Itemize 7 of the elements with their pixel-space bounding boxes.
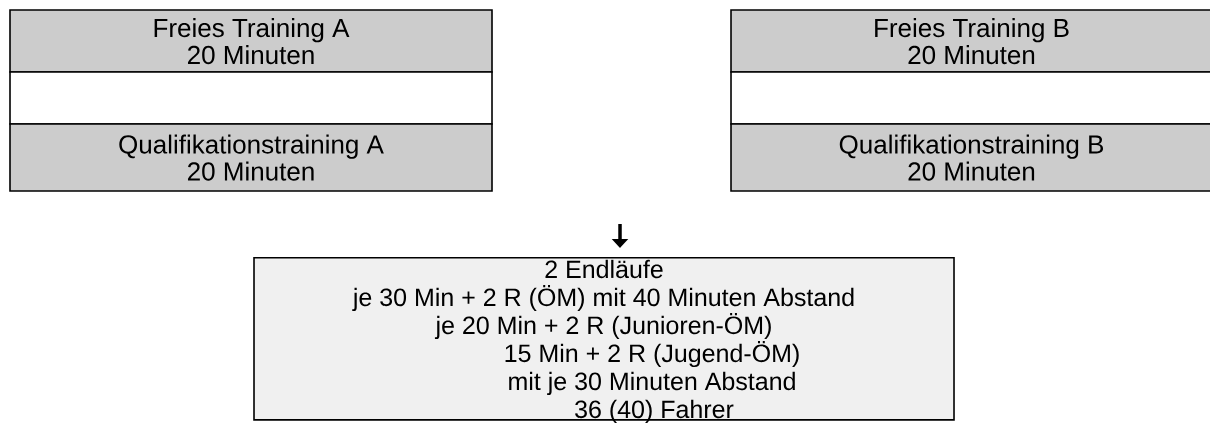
empty-box bbox=[730, 71, 1210, 125]
session-box: Qualifikationstraining B 20 Minuten bbox=[730, 123, 1210, 192]
empty-box bbox=[9, 71, 493, 125]
session-box: Freies Training B 20 Minuten bbox=[730, 9, 1210, 73]
final-box: 2 Endläufe je 30 Min + 2 R (ÖM) mit 40 Minuten Abstand je 20 Min + 2 R (Junioren-ÖM) 15 Min + 2 R (Jugend-ÖM) mit je 30 Minuten Abstand 36 (40) Fahrer bbox=[253, 257, 955, 424]
session-box: Freies Training A 20 Minuten bbox=[9, 9, 493, 73]
session-box: Qualifikationstraining A 20 Minuten bbox=[9, 123, 493, 192]
